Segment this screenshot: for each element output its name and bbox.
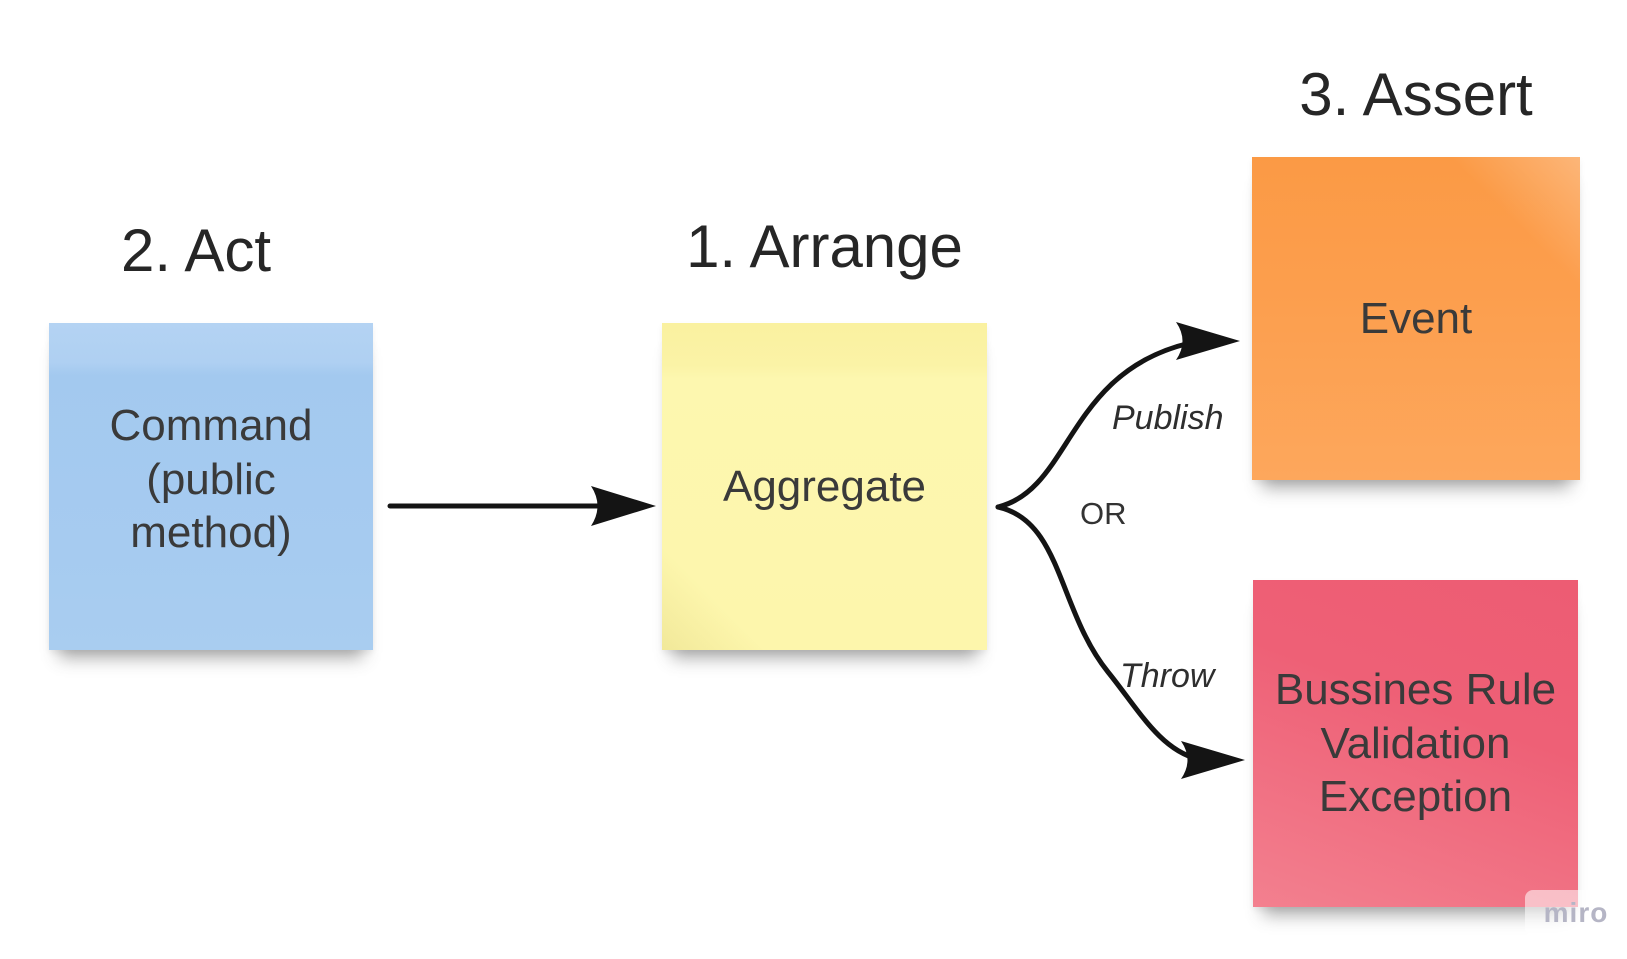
connector-line[interactable] [995,504,1201,762]
heading-act[interactable]: 2. Act [120,217,272,284]
miro-logo: miro [1543,897,1609,928]
sticky-note-aggregate[interactable]: Aggregate [662,323,987,650]
connector-label-publish[interactable]: Publish [1112,399,1224,437]
sticky-note-event[interactable]: Event [1252,157,1580,480]
sticky-note-aggregate-text: Aggregate [722,461,927,511]
branch-label-or[interactable]: OR [1080,496,1127,531]
sticky-note-command[interactable]: Command (public method) [49,323,373,650]
sticky-note-exception[interactable]: Bussines Rule Validation Exception [1253,580,1578,907]
connector-aggregate-to-exception[interactable] [995,504,1245,779]
arrowhead-icon [1176,322,1240,360]
arrowhead-icon [1181,741,1245,779]
sticky-note-command-text: Command (public method) [109,400,313,558]
arrowhead-icon [591,486,656,526]
connector-line[interactable] [995,340,1193,510]
connector-command-to-aggregate[interactable] [387,486,656,526]
connector-label-throw[interactable]: Throw [1120,657,1215,695]
heading-arrange[interactable]: 1. Arrange [686,213,963,280]
sticky-note-exception-text: Bussines Rule Validation Exception [1274,664,1557,822]
miro-watermark: miro [1525,890,1627,936]
heading-assert[interactable]: 3. Assert [1299,61,1533,128]
connector-aggregate-to-event[interactable] [995,322,1240,510]
sticky-note-event-text: Event [1359,293,1473,343]
